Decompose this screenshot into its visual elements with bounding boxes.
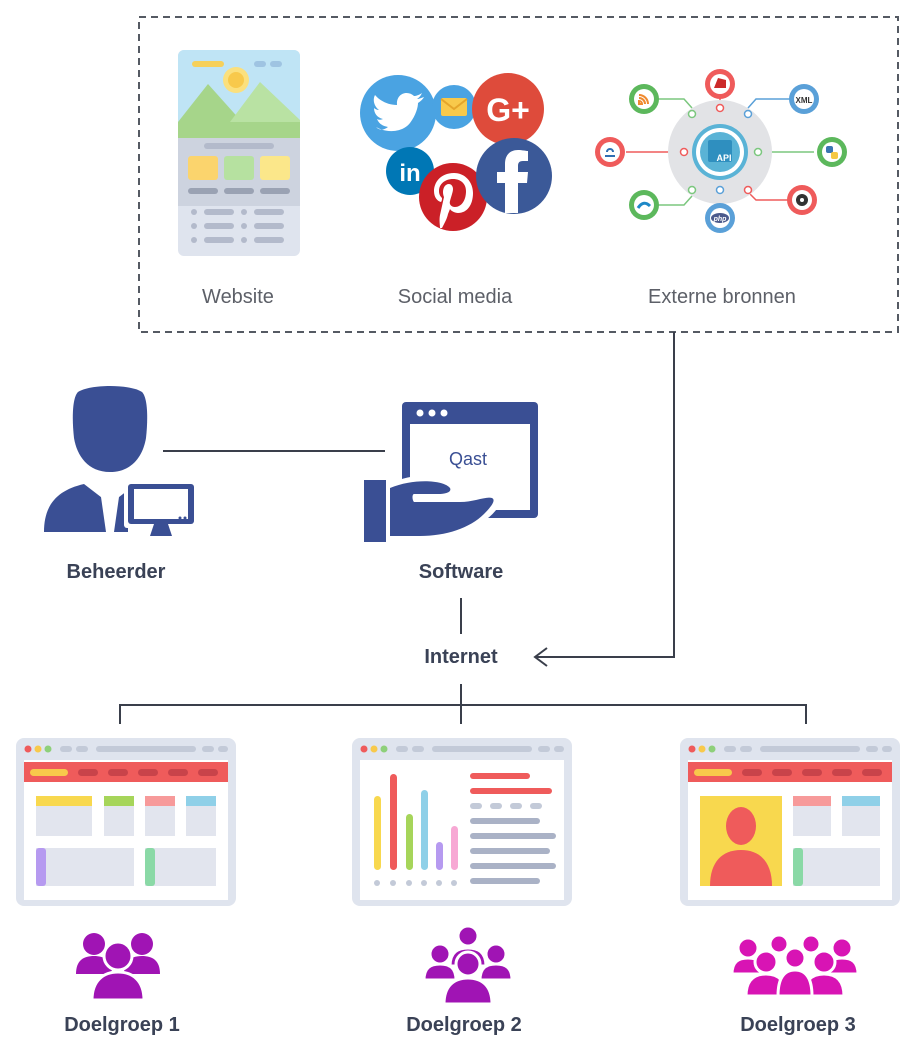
admin-icon — [44, 386, 198, 536]
social-media-label: Social media — [397, 286, 513, 308]
svg-text:php: php — [713, 216, 728, 223]
group-2-label: Doelgroep 2 — [406, 1014, 522, 1036]
arrow-head-icon — [533, 647, 548, 667]
external-sources-icon: API XML php — [595, 69, 847, 233]
admin-label: Beheerder — [66, 561, 166, 583]
social-media-icons: G+ in — [360, 73, 552, 231]
software-icon — [364, 402, 538, 542]
svg-text:in: in — [399, 160, 420, 187]
group-1-label: Doelgroep 1 — [64, 1014, 180, 1036]
group-1-icon — [76, 933, 160, 1000]
svg-text:G+: G+ — [486, 92, 530, 128]
internet-label: Internet — [424, 646, 498, 668]
svg-text:XML: XML — [796, 96, 813, 105]
groups-branch-line — [119, 704, 807, 724]
dashboard-screen-1 — [16, 738, 236, 906]
website-label: Website — [202, 286, 274, 308]
website-icon — [178, 50, 300, 256]
pinterest-icon — [419, 163, 487, 231]
linkedin-icon — [386, 147, 434, 195]
group-2-icon — [422, 924, 514, 1004]
group-3-label: Doelgroep 3 — [740, 1014, 856, 1036]
google-plus-icon — [472, 73, 544, 145]
sources-internet-line — [535, 332, 675, 658]
sources-box — [138, 16, 899, 333]
api-badge: API — [716, 153, 731, 163]
external-sources-label: Externe bronnen — [648, 286, 796, 308]
person-photo-icon — [710, 807, 772, 886]
dashboard-screen-2 — [352, 738, 572, 906]
software-label: Software — [418, 561, 504, 583]
software-window-text: Qast — [449, 449, 488, 469]
dashboard-screen-3 — [680, 738, 900, 906]
group-3-icon — [732, 934, 858, 996]
